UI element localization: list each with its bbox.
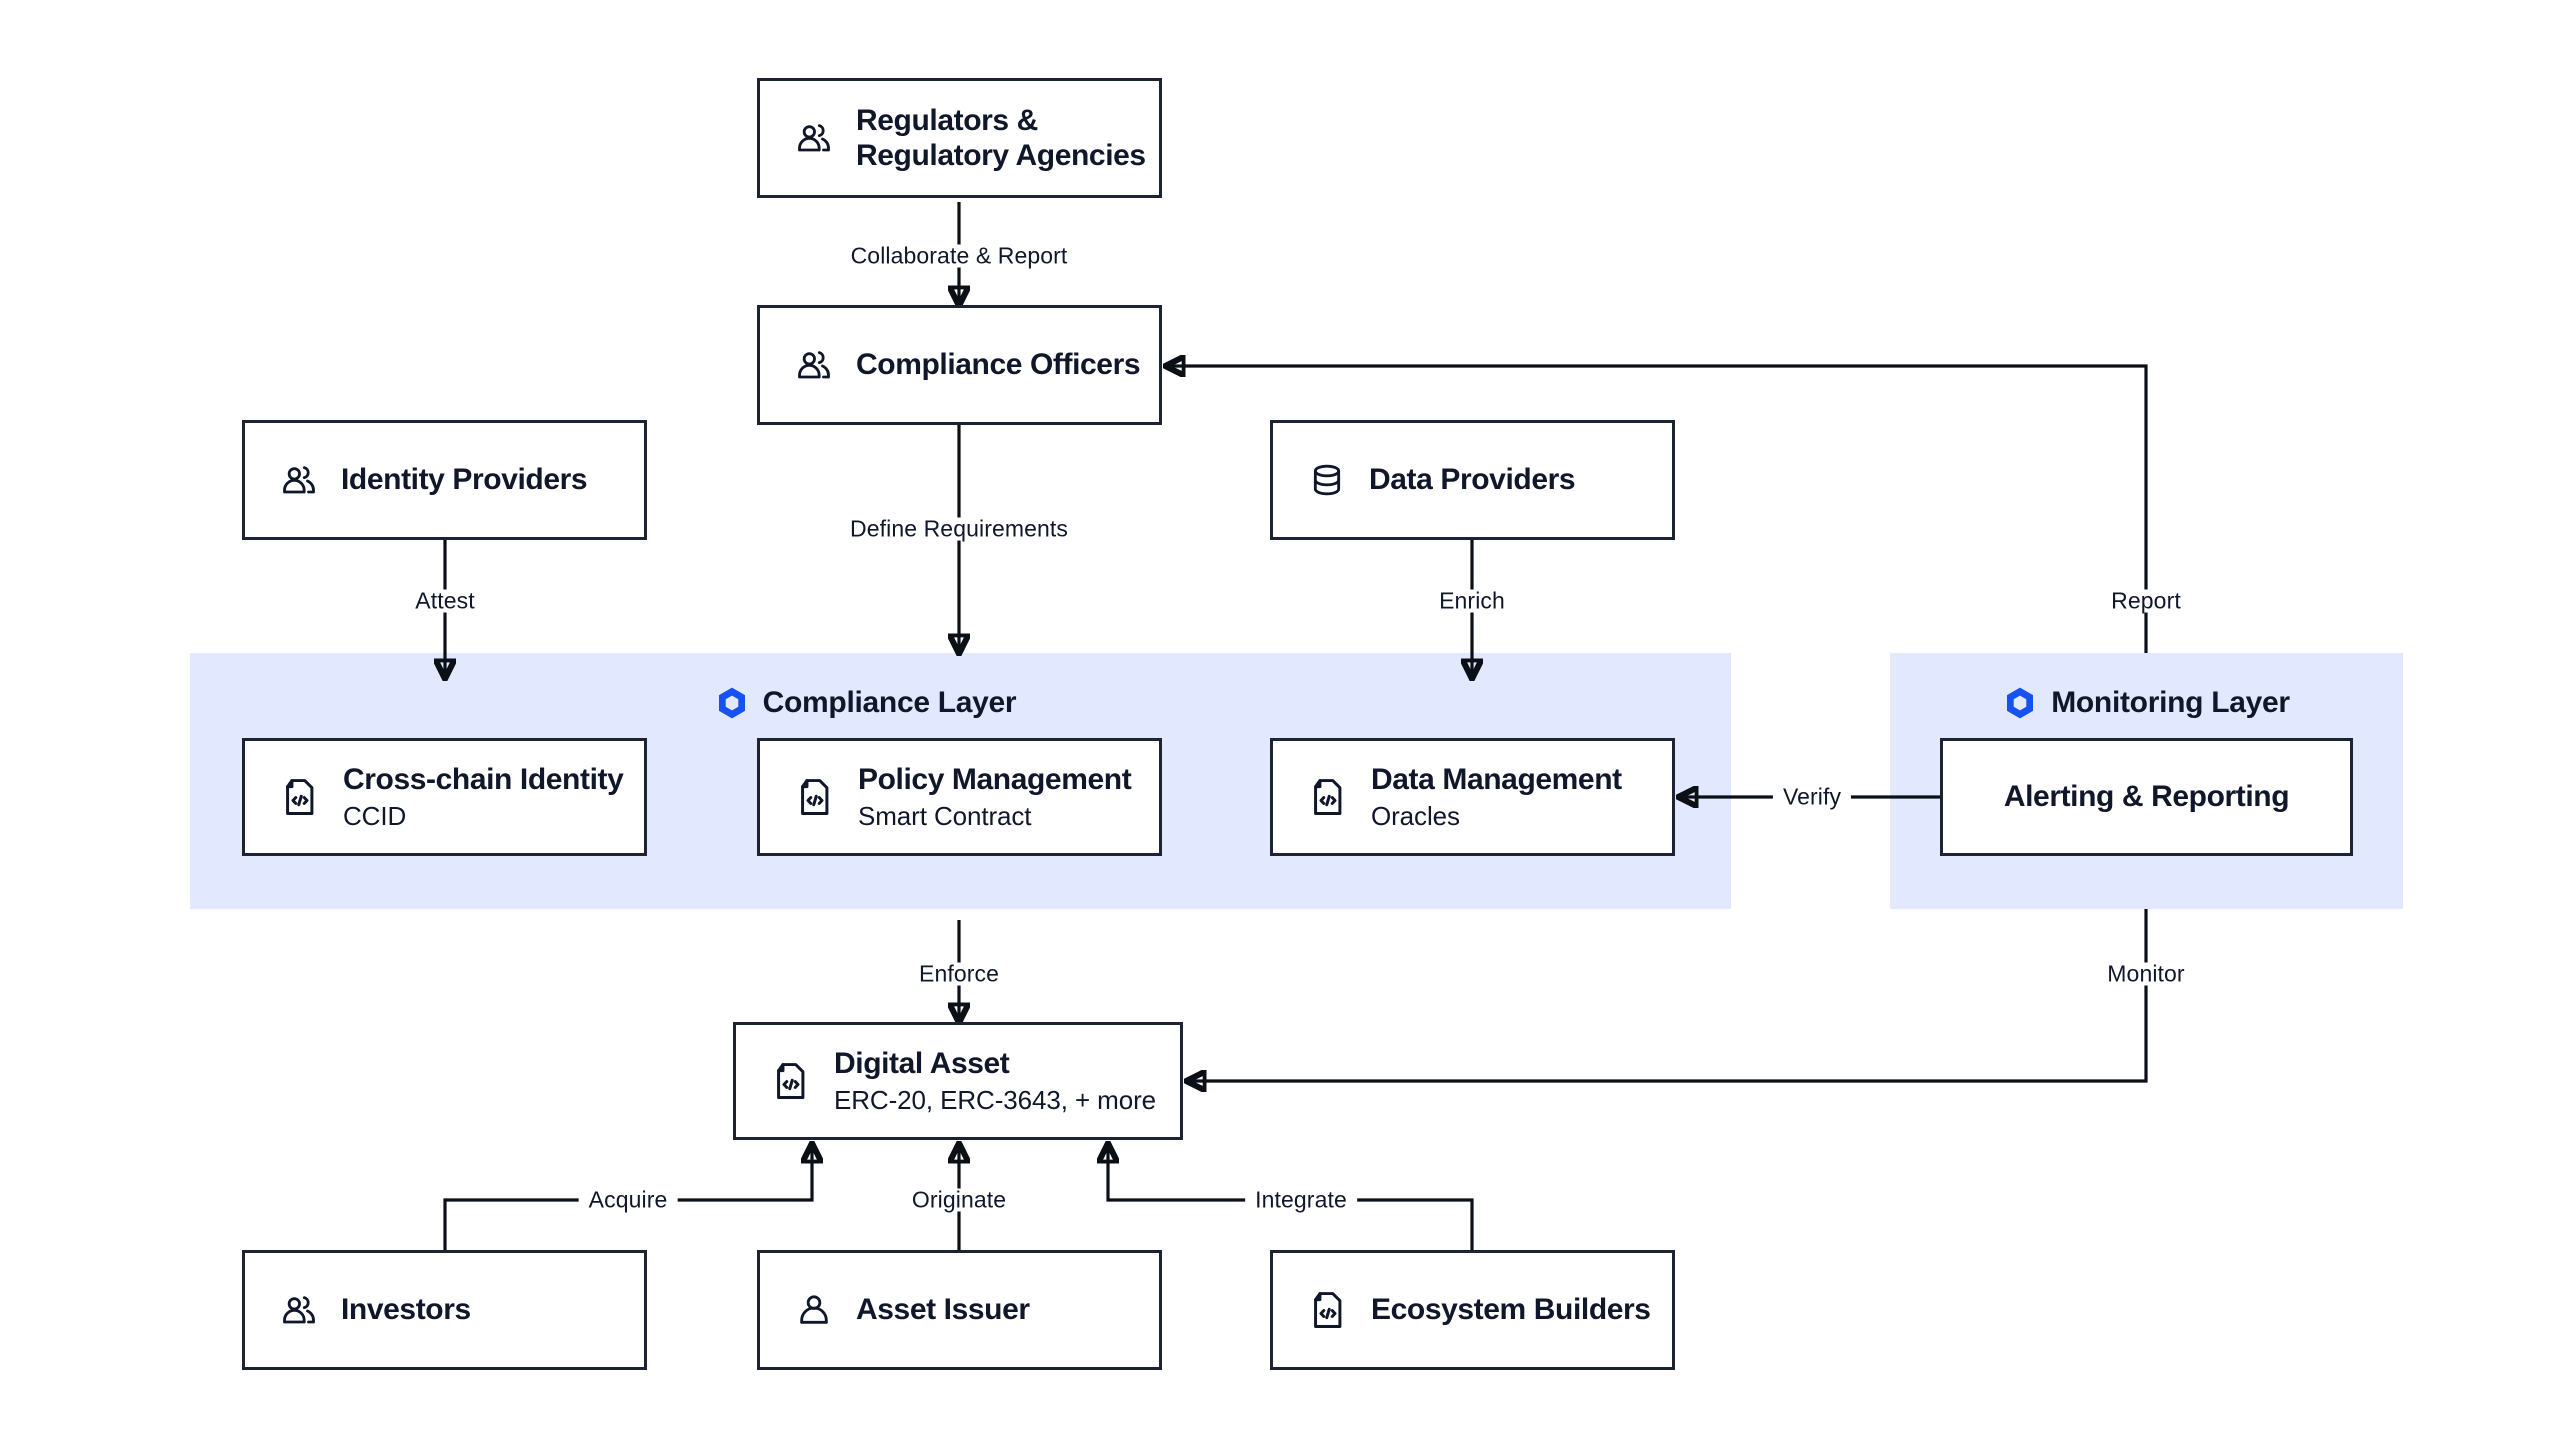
hexagon-icon (718, 687, 745, 719)
node-regulators[interactable]: Regulators & Regulatory Agencies (757, 78, 1162, 198)
database-icon (1313, 464, 1341, 496)
node-title: Data Management (1371, 763, 1622, 797)
node-subtitle: Smart Contract (858, 800, 1032, 831)
node-title: Alerting & Reporting (2003, 780, 2290, 814)
node-title: Identity Providers (341, 463, 588, 497)
node-ecosystem-builders[interactable]: Ecosystem Builders (1270, 1250, 1675, 1370)
node-title: Regulators & Regulatory Agencies (856, 103, 1146, 172)
node-subtitle: ERC-20, ERC-3643, + more (834, 1084, 1157, 1115)
users-icon (283, 466, 315, 494)
edge-label-enforce: Enforce (909, 962, 1009, 986)
node-compliance-officers[interactable]: Compliance Officers (757, 305, 1162, 425)
contract-code-icon (1314, 779, 1342, 815)
node-title: Compliance Officers (856, 348, 1141, 382)
user-icon (800, 1295, 828, 1324)
node-digital-asset[interactable]: Digital Asset ERC-20, ERC-3643, + more (733, 1022, 1183, 1140)
edge-label-originate: Originate (901, 1188, 1017, 1212)
node-title: Digital Asset (834, 1047, 1010, 1081)
node-investors[interactable]: Investors (242, 1250, 647, 1370)
edge-label-define-requirements: Define Requirements (840, 517, 1078, 541)
node-title: Ecosystem Builders (1371, 1293, 1651, 1327)
edge-monitor (1187, 909, 2148, 1081)
node-title: Cross-chain Identity (343, 763, 624, 797)
node-cross-chain-identity[interactable]: Cross-chain Identity CCID (242, 738, 647, 856)
node-alerting-reporting[interactable]: Alerting & Reporting (1940, 738, 2353, 856)
node-data-management[interactable]: Data Management Oracles (1270, 738, 1675, 856)
node-asset-issuer[interactable]: Asset Issuer (757, 1250, 1162, 1370)
node-title: Asset Issuer (856, 1293, 1030, 1327)
edge-report (1166, 366, 2148, 653)
node-subtitle: CCID (343, 800, 407, 831)
monitoring-layer-title: Monitoring Layer (1890, 686, 2403, 720)
node-identity-providers[interactable]: Identity Providers (242, 420, 647, 540)
node-title: Policy Management (858, 763, 1132, 797)
contract-code-icon (801, 779, 829, 815)
edge-label-report: Report (2101, 589, 2191, 613)
node-title: Data Providers (1369, 463, 1576, 497)
monitoring-layer-label: Monitoring Layer (2051, 686, 2290, 719)
edge-label-verify: Verify (1772, 785, 1852, 809)
edge-label-acquire: Acquire (578, 1188, 678, 1212)
users-icon (798, 351, 830, 379)
edge-label-integrate: Integrate (1245, 1188, 1357, 1212)
users-icon (798, 124, 830, 152)
edge-label-enrich: Enrich (1429, 589, 1515, 613)
hexagon-icon (2007, 687, 2034, 719)
users-icon (283, 1296, 315, 1324)
contract-code-icon (1314, 1292, 1342, 1328)
compliance-layer-label: Compliance Layer (762, 686, 1017, 719)
edge-label-collaborate-report: Collaborate & Report (840, 244, 1078, 268)
node-policy-management[interactable]: Policy Management Smart Contract (757, 738, 1162, 856)
node-title: Investors (341, 1293, 471, 1327)
node-data-providers[interactable]: Data Providers (1270, 420, 1675, 540)
contract-code-icon (286, 779, 314, 815)
contract-code-icon (777, 1063, 805, 1099)
edge-label-attest: Attest (405, 589, 485, 613)
compliance-layer-title: Compliance Layer (0, 686, 1731, 720)
edge-label-monitor: Monitor (2097, 962, 2195, 986)
node-subtitle: Oracles (1371, 800, 1460, 831)
